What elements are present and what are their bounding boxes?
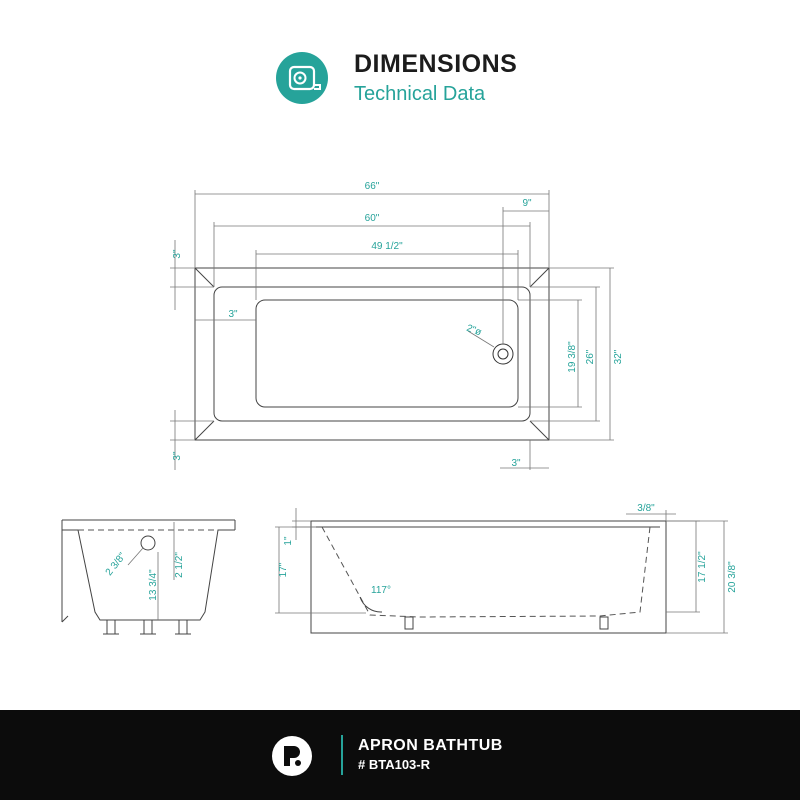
side-view-dimension-lines [275,508,728,634]
top-view-dimension-lines [170,190,614,470]
dim-side-rim-height: 1" [283,536,294,546]
footer-divider [341,735,343,775]
product-model: # BTA103-R [358,757,431,772]
brand-logo-icon [272,736,312,776]
end-view-feet [103,619,191,635]
end-view-dimension-lines [127,522,175,620]
tape-measure-icon [276,52,328,104]
side-view-foot-left [404,616,414,630]
product-name: APRON BATHTUB [358,737,503,754]
tub-outline [194,267,550,441]
top-view [194,267,550,441]
dim-rim-bottom: 3" [172,451,183,461]
dim-side-overall-height: 20 3/8" [727,561,738,593]
page-subtitle: Technical Data [354,83,486,105]
dim-basin-width: 19 3/8" [567,341,578,373]
dim-overall-length: 66" [365,181,380,192]
dim-side-rim-thickness: 3/8" [637,503,655,514]
side-view-outline [310,520,667,634]
drain [492,343,514,365]
dim-drain-offset: 9" [522,198,532,209]
dim-drain-diameter: 2"ø [465,323,483,339]
dim-end-drain-height: 2 1/2" [174,552,185,578]
page-title: DIMENSIONS [354,50,518,78]
dim-inner-width: 26" [585,349,596,364]
side-view [310,520,667,634]
technical-drawing: 66" 60" 49 1/2" 9" 3" 3" 3" 3" 2"ø 19 3/… [61,181,738,635]
dim-side-depth: 17" [278,562,289,577]
header: DIMENSIONS Technical Data [0,0,800,130]
end-view [61,519,236,635]
dim-rim-top: 3" [172,249,183,259]
dim-end-floor-height: 13 3/4" [148,569,159,601]
dim-rim-left: 3" [228,309,238,320]
dim-side-inner-height: 17 1/2" [697,551,708,583]
side-view-foot-right [599,616,609,630]
dim-end-drain-diameter: 2 3/8" [104,551,129,578]
tub-inner-outline [213,286,531,422]
angle-arc [359,596,383,613]
basin-outline [255,299,519,408]
end-view-drain [140,535,156,551]
footer [0,710,800,800]
dim-rim-right: 3" [511,458,521,469]
dim-overall-width: 32" [613,349,624,364]
dim-inner-length: 60" [365,213,380,224]
dim-basin-length: 49 1/2" [371,241,403,252]
dim-side-wall-angle: 117° [371,585,391,596]
